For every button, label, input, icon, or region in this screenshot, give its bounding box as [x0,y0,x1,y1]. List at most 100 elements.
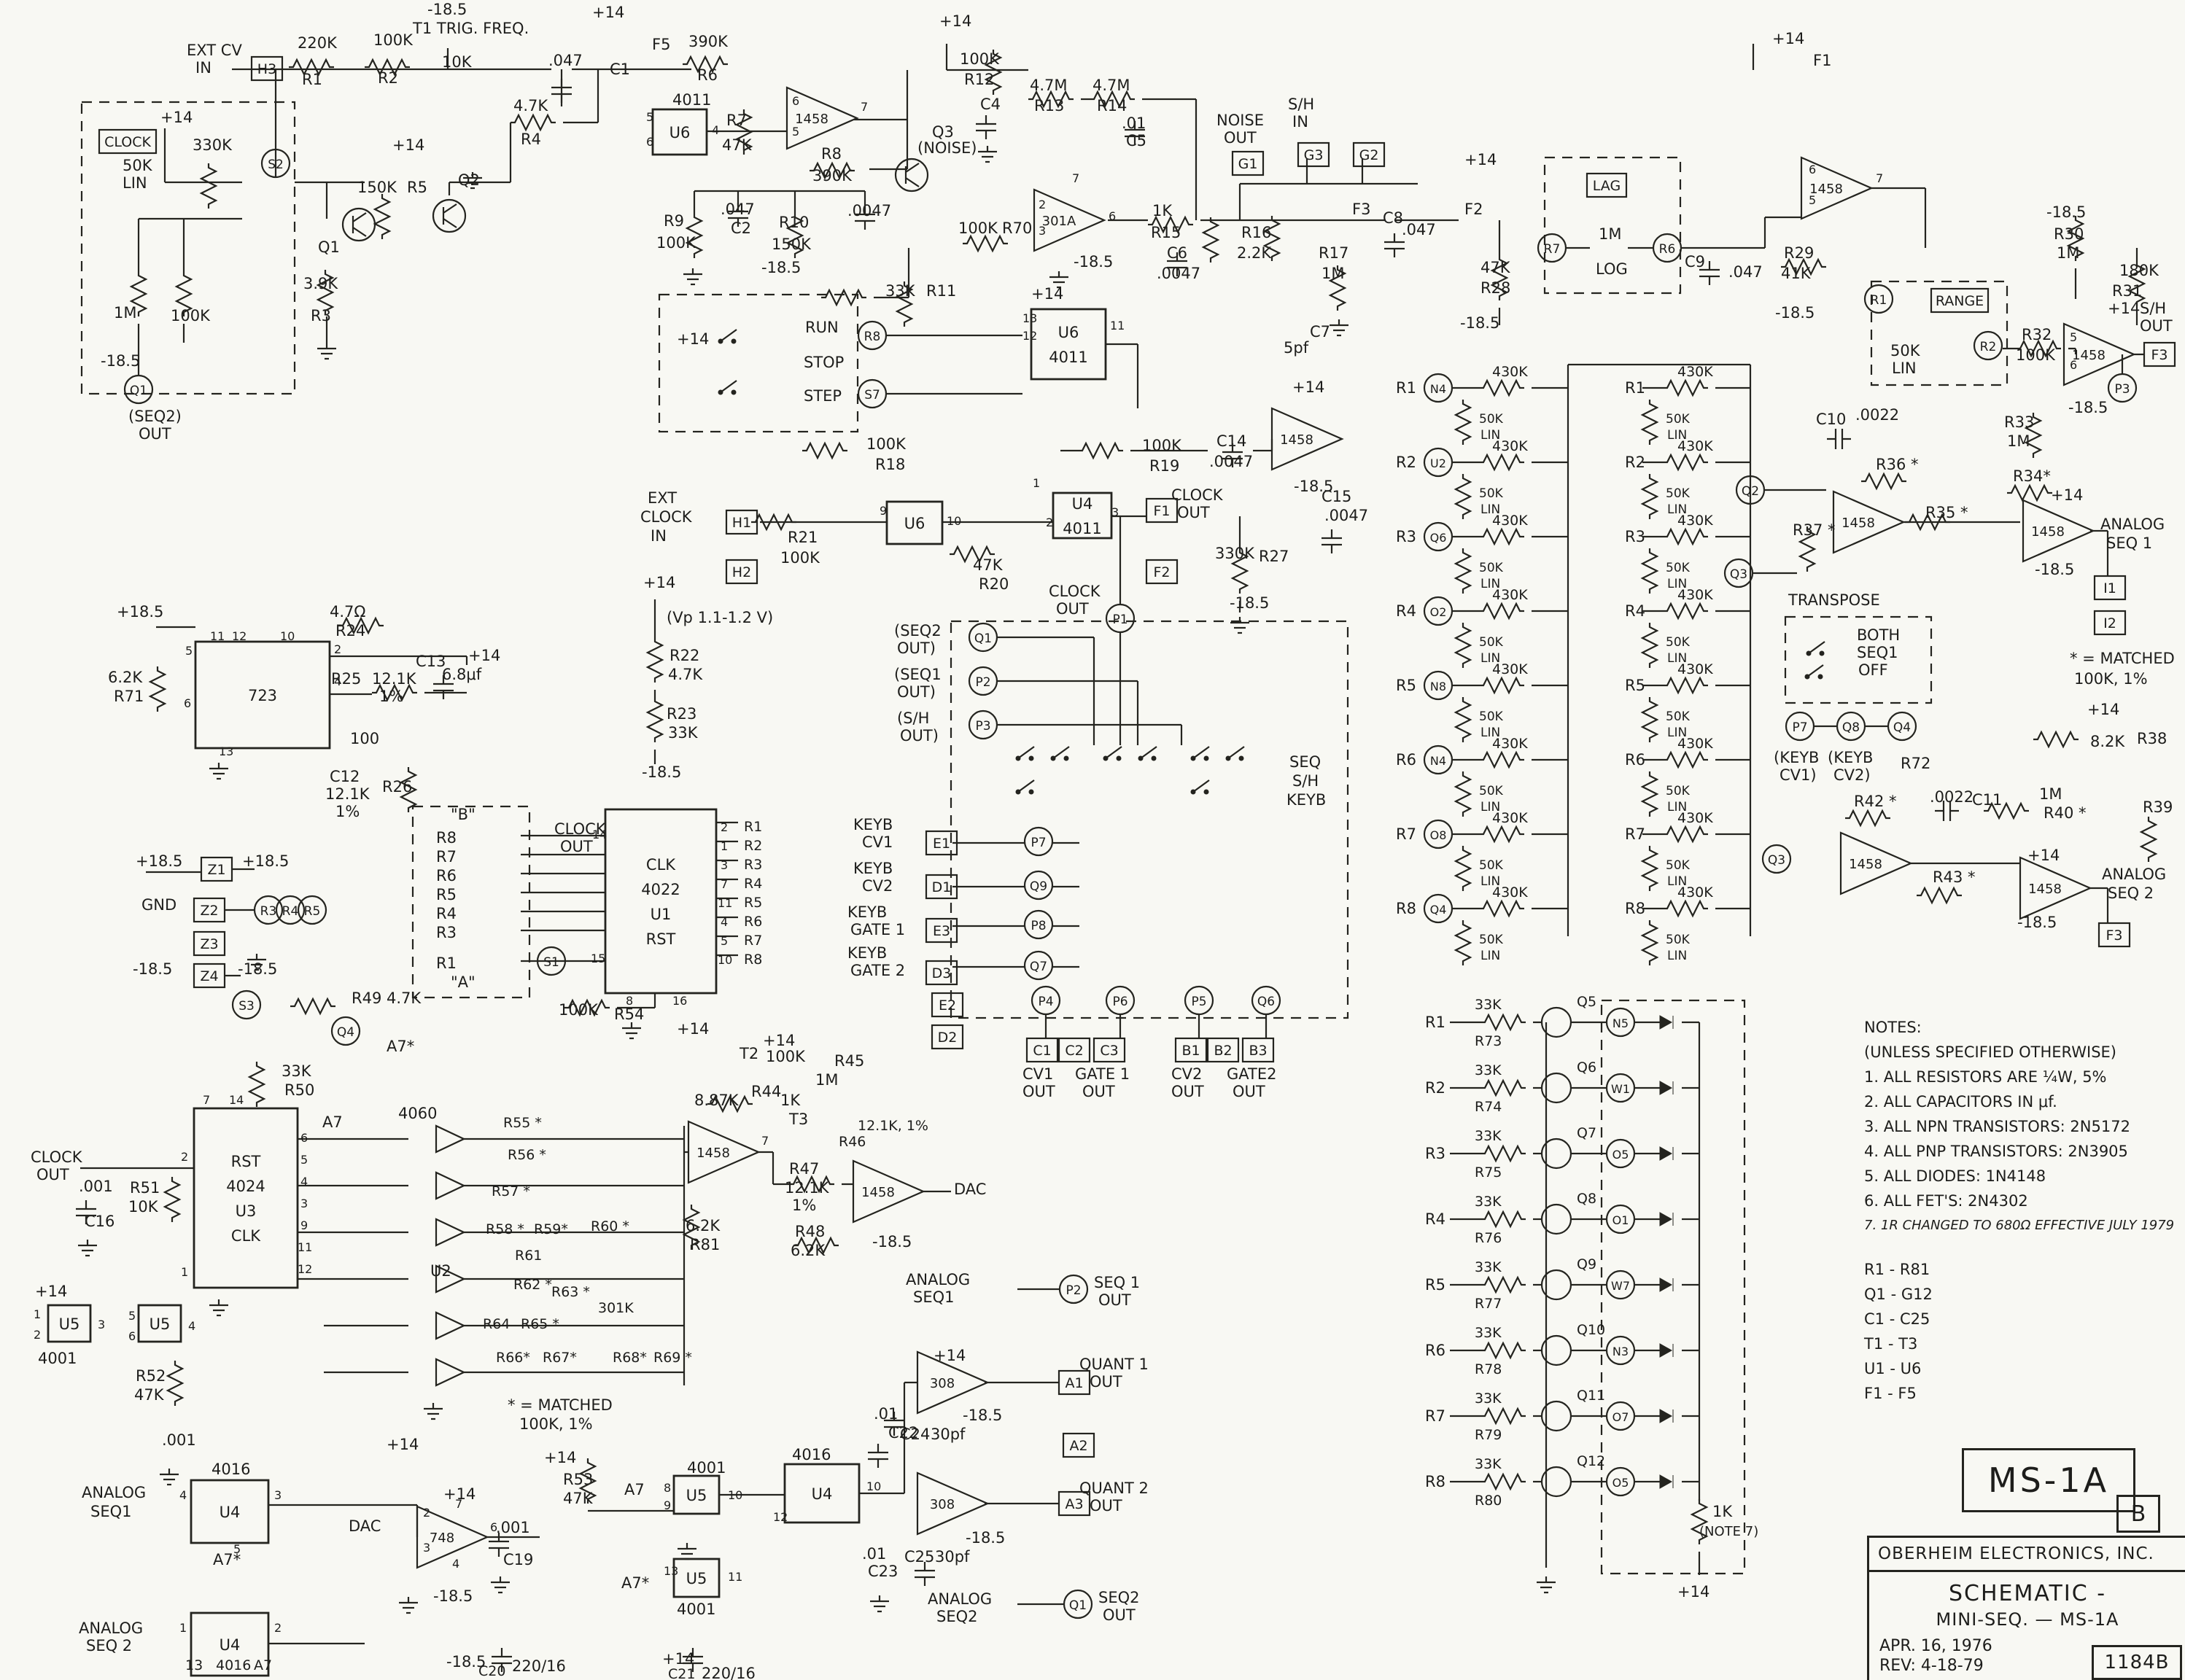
pin-number: 6 [792,94,799,108]
component-label: 50K [1479,709,1504,724]
component-label: 1K [1712,1503,1733,1520]
component-label: +14 [1292,378,1324,396]
component-label: .001 [79,1178,113,1195]
pin-number: 4 [188,1319,195,1333]
component-label: R38 [2137,730,2167,747]
component-label: R8 [744,952,762,968]
ic-u6 [1030,308,1107,381]
switch-arm [1192,779,1210,793]
pad-label: Q9 [1030,879,1047,894]
terminal-label: A1 [1065,1375,1083,1391]
component-label: .047 [1728,263,1763,281]
pad-circle [536,946,567,976]
transistor-label: Q12 [1577,1453,1605,1469]
component-label: LIN [1480,874,1500,889]
component-label: LIN [1480,502,1500,517]
resistor-symbol [564,998,610,1017]
diode-symbol [1659,1278,1674,1292]
component-label: +14 [2108,300,2140,317]
component-label: 33K [1475,997,1502,1013]
switch-contact [1028,755,1034,761]
ic-723 [194,640,331,750]
opamp-label: 1458 [1841,516,1875,531]
pad-circle [1023,950,1054,981]
switch-arm [1140,746,1157,759]
note-line: 4. ALL PNP TRANSISTORS: 2N3905 [1864,1143,2128,1160]
component-label: 430K [1492,661,1528,677]
pad-circle [1023,909,1054,940]
component-label: R56 * [508,1147,546,1163]
pad-label: R4 [282,904,299,919]
pin-number: 4 [179,1488,187,1502]
pad-label: Q1 [1069,1598,1087,1613]
component-label: IN [195,59,211,77]
component-label: C4 [980,96,1001,113]
pad-circle [297,895,327,925]
component-label: 4.7K [513,97,548,114]
resistor-symbol [1905,513,1950,532]
pin-number: 6 [300,1131,308,1145]
terminal-label: B3 [1249,1043,1267,1059]
component-label: OUT [1090,1497,1122,1514]
component-label: SEQ [1289,753,1321,771]
component-label: R22 [670,647,699,664]
component-label: A7* [387,1038,414,1055]
component-label: C12 [330,768,360,785]
led-row-label: R5 [1425,1276,1445,1294]
component-label: -18.5 [1074,253,1113,271]
component-label: R43 * [1933,868,1976,886]
component-label: 100K [1142,437,1182,454]
component-label: LIN [1480,726,1500,740]
component-label: LIN [1667,726,1687,740]
pin-number: 8 [664,1481,671,1495]
component-label: -18.5 [1775,304,1815,322]
ground-symbol [399,1597,418,1614]
opamp-label: 1458 [696,1146,730,1161]
ic-label: 4011 [1063,520,1101,537]
matrix-row-label: R6 [1396,751,1416,769]
pin-number: 9 [880,504,887,518]
matrix-row-label: R3 [1396,528,1416,545]
transistor-lines [352,212,367,237]
pad-circle [260,148,291,179]
pad-label: P2 [975,675,990,690]
pad-label: S3 [238,999,255,1014]
buffer-triangle [435,1311,466,1340]
pad-circle [1723,558,1754,588]
resistor-symbol [1917,886,1962,905]
terminal-label: D3 [932,965,952,981]
component-label: A7* [213,1551,241,1568]
component-label: R5 [407,179,427,196]
component-label: +14 [160,109,193,126]
component-label: LIN [1667,428,1687,443]
pad-label: W1 [1611,1082,1630,1096]
terminal-label: E2 [939,998,956,1014]
opamp-label: 1458 [861,1185,895,1200]
component-label: R46 [839,1134,866,1150]
resistor-symbol [2016,339,2061,358]
component-label: 430K [1677,661,1713,677]
ic-u4 [783,1463,861,1524]
component-label: R35 * [1925,504,1968,521]
component-label: 100K, 1% [2074,670,2148,688]
ic-label: U5 [686,1570,707,1587]
component-label: C10 [1816,411,1846,428]
terminal-box [193,962,226,989]
resistor-symbol [963,234,1008,253]
opamp-label: 748 [430,1531,454,1546]
pad-label: P1 [1112,612,1128,627]
pad-label: Q6 [1430,531,1447,545]
pad-circle [330,1016,361,1046]
switch-arm [1052,746,1070,759]
pad-circle [1251,985,1281,1016]
pin-number: 5 [233,1542,241,1556]
switch-arm [1806,664,1824,677]
capacitor-symbol [1222,443,1243,467]
component-label: SEQ 2 [86,1637,132,1654]
buffer-triangle [435,1124,466,1154]
matrix-row-label: R3 [1625,528,1645,545]
component-label: .0022 [1930,788,1974,806]
resistor-symbol [1663,676,1708,695]
pin-number: 13 [1022,311,1037,325]
resistor-symbol [365,58,410,77]
